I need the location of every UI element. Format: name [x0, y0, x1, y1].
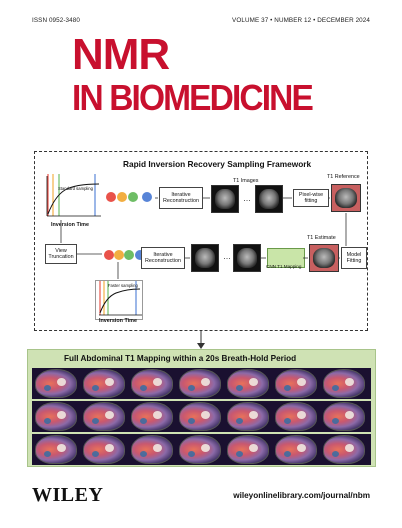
- cnn-t1-mapping-label: CNN T1 Mapping: [266, 264, 302, 269]
- ellipsis-bottom: …: [223, 252, 231, 261]
- t1-map-slice: [35, 435, 77, 464]
- t1-map-slice: [131, 435, 173, 464]
- down-arrow: [197, 331, 205, 349]
- t1-map-slice: [227, 435, 269, 464]
- journal-title-biomedicine: IN BIOMEDICINE: [72, 77, 314, 118]
- pixel-wise-fitting-box: Pixel-wise fitting: [293, 189, 329, 207]
- publisher-logo: WILEY: [32, 484, 104, 506]
- estimate-image-last: [233, 244, 261, 272]
- journal-title-nmr: NMR: [72, 30, 170, 79]
- t1-reference-label: T1 Reference: [327, 174, 360, 180]
- results-panel-title: Full Abdominal T1 Mapping within a 20s B…: [64, 354, 297, 363]
- t1-map-slice: [227, 369, 269, 398]
- t1-map-slice: [179, 435, 221, 464]
- t1-map-slice: [179, 402, 221, 431]
- t1-map-slice: [275, 369, 317, 398]
- axis-inversion-time-2: Inversion Time: [99, 318, 137, 324]
- results-panel: Full Abdominal T1 Mapping within a 20s B…: [27, 349, 376, 467]
- t1-images-label: T1 Images: [233, 178, 259, 184]
- t1-map-slice: [275, 402, 317, 431]
- recovery-curve-top: [45, 174, 101, 220]
- faster-sampling-plot: [95, 280, 143, 320]
- recovery-curve-bottom: [99, 281, 142, 316]
- iterative-reconstruction-box: Iterative Reconstruction: [159, 187, 203, 209]
- view-truncation-box: View Truncation: [45, 244, 77, 264]
- faster-sampling-label: Faster sampling: [108, 283, 138, 288]
- t1-map-slice: [227, 402, 269, 431]
- t1-map-slice: [323, 369, 365, 398]
- t1-map-slice: [323, 435, 365, 464]
- t1-estimate-label: T1 Estimate: [307, 235, 336, 241]
- t1-estimate-map: [309, 244, 339, 272]
- t1-map-slice: [35, 402, 77, 431]
- framework-figure: Rapid Inversion Recovery Sampling Framew…: [34, 151, 368, 331]
- estimate-image-first: [191, 244, 219, 272]
- t1-map-slice: [275, 435, 317, 464]
- t1-map-slice: [35, 369, 77, 398]
- t1-map-slice: [179, 369, 221, 398]
- flow-arrows: [60, 197, 347, 279]
- issue-info: VOLUME 37 • NUMBER 12 • DECEMBER 2024: [232, 17, 370, 24]
- ellipsis-top: …: [243, 194, 251, 203]
- sampling-dots-top: [105, 190, 155, 211]
- t1-map-slice: [83, 402, 125, 431]
- t1-map-slice: [83, 369, 125, 398]
- axis-inversion-time: Inversion Time: [51, 222, 89, 228]
- t1-map-slice: [131, 402, 173, 431]
- issn-number: ISSN 0952-3480: [32, 17, 80, 24]
- t1-reference-map: [331, 184, 361, 212]
- t1-map-slice: [323, 402, 365, 431]
- journal-url: wileyonlinelibrary.com/journal/nbm: [233, 491, 370, 500]
- iterative-reconstruction-box-2: Iterative Reconstruction: [141, 247, 185, 269]
- model-fitting-box: Model Fitting: [341, 247, 367, 269]
- t1-image-first: [211, 185, 239, 213]
- standard-sampling-plot: [45, 174, 101, 220]
- framework-title: Rapid Inversion Recovery Sampling Framew…: [123, 159, 312, 169]
- t1-map-slice: [131, 369, 173, 398]
- t1-map-slice: [83, 435, 125, 464]
- t1-image-last: [255, 185, 283, 213]
- standard-sampling-label: Standard sampling: [58, 186, 93, 191]
